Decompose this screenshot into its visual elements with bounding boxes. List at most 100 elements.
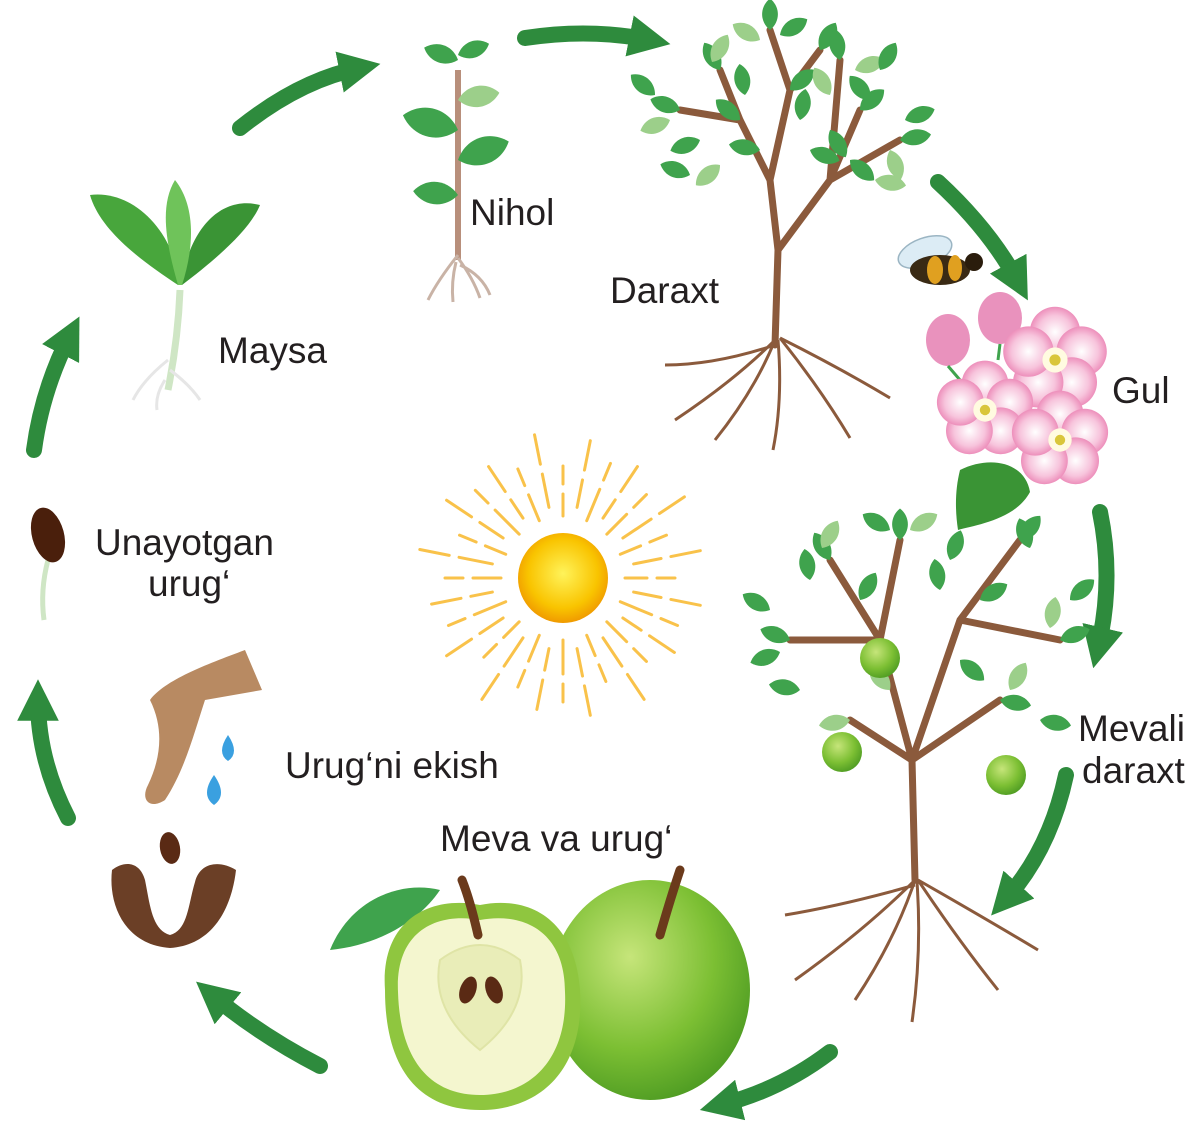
leaf xyxy=(906,507,941,536)
sun-ray xyxy=(661,619,678,626)
sun-ray xyxy=(620,602,651,615)
leaf xyxy=(668,133,703,159)
leaf xyxy=(1003,659,1032,694)
sun-ray xyxy=(623,618,641,630)
leaf xyxy=(739,587,774,616)
sun-ray xyxy=(603,500,615,518)
sun-ray xyxy=(474,602,505,615)
leaf xyxy=(748,645,783,671)
label-flower: Gul xyxy=(1112,370,1170,412)
arrow-sapling-to-tree xyxy=(525,33,650,40)
arrow-fruit-to-planting xyxy=(212,995,320,1066)
sun-ray xyxy=(448,619,465,626)
sun-ray xyxy=(623,519,651,538)
arrow-fruit-to-planting-right xyxy=(720,1052,830,1105)
sun-ray xyxy=(659,497,684,514)
soil-icon xyxy=(111,831,236,948)
sun-ray xyxy=(584,441,590,470)
sun-ray xyxy=(475,490,488,503)
leaf xyxy=(902,102,937,128)
leaf xyxy=(999,692,1033,713)
seedling-icon xyxy=(90,180,260,410)
leaf xyxy=(1042,596,1063,630)
arrow-seedling-to-sapling xyxy=(240,68,360,128)
label-tree: Daraxt xyxy=(610,270,719,312)
hand-icon xyxy=(145,650,262,804)
leaf xyxy=(626,69,660,101)
leaf xyxy=(792,88,813,122)
leaf xyxy=(797,548,818,582)
leaf xyxy=(691,159,725,191)
label-fruit-and-seed: Meva va urug‘ xyxy=(440,818,672,860)
sun-ray xyxy=(447,639,472,656)
sun-ray xyxy=(577,649,582,676)
sun-ray xyxy=(485,546,505,554)
sun-ray xyxy=(584,686,590,715)
sun-ray xyxy=(634,495,647,508)
sun-ray xyxy=(537,680,543,709)
leaf xyxy=(899,127,933,148)
sun-ray xyxy=(482,674,499,699)
sun-ray xyxy=(634,592,661,597)
sun-ray xyxy=(432,598,461,604)
water-drop-icon xyxy=(207,735,234,805)
sun-ray xyxy=(621,467,638,492)
blossom-icon xyxy=(926,292,1108,530)
sun-icon xyxy=(420,435,701,716)
leaf xyxy=(1057,622,1092,648)
sun-ray xyxy=(545,649,549,671)
sun-ray xyxy=(480,522,503,538)
tree-icon xyxy=(626,0,937,450)
leaf xyxy=(927,558,948,592)
sun-ray xyxy=(620,546,640,554)
sun-ray xyxy=(447,500,472,517)
arrow-planting-to-sprouting xyxy=(38,700,68,818)
leaf xyxy=(943,528,969,563)
label-fruit-tree-line2: daraxt xyxy=(1082,750,1185,792)
fruit-tree-icon xyxy=(739,507,1099,1022)
sun-ray xyxy=(495,510,519,534)
sun-ray xyxy=(511,500,523,518)
leaf xyxy=(955,654,989,686)
leaf xyxy=(638,113,673,139)
sun-ray xyxy=(535,435,541,464)
sun-ray xyxy=(518,469,525,486)
leaf xyxy=(1065,574,1099,606)
sun-ray xyxy=(529,635,540,661)
sun-ray xyxy=(460,535,477,542)
leaf xyxy=(758,622,793,648)
sun-ray xyxy=(607,514,627,534)
arrow-flower-to-fruit-tree xyxy=(1098,512,1107,648)
bee-icon xyxy=(894,229,983,285)
sun-ray xyxy=(529,495,540,521)
arrow-fruit-tree-to-fruit xyxy=(1005,775,1066,900)
leaf xyxy=(892,509,908,541)
sun-ray xyxy=(671,551,700,557)
seed-icon xyxy=(25,504,70,620)
sun-ray xyxy=(471,592,493,596)
sun-ray xyxy=(504,622,520,638)
leaf xyxy=(648,92,683,118)
leaf xyxy=(768,677,802,698)
leaf xyxy=(807,64,836,99)
sun-ray xyxy=(420,550,449,556)
sun-ray xyxy=(627,674,644,699)
sun-ray xyxy=(587,635,595,655)
leaf xyxy=(732,63,753,97)
apple-icon xyxy=(330,870,750,1110)
sun-ray xyxy=(587,489,600,520)
sun-ray xyxy=(671,599,700,605)
leaf xyxy=(762,0,778,30)
label-sprouting-line1: Unayotgan xyxy=(95,522,274,564)
sun-ray xyxy=(599,665,606,682)
sun-ray xyxy=(604,463,611,480)
sun-ray xyxy=(649,636,674,653)
sun-ray xyxy=(480,618,503,634)
label-fruit-tree-line1: Mevali xyxy=(1078,708,1185,750)
sapling-icon xyxy=(399,36,513,302)
sun-ray xyxy=(489,467,506,492)
sun-ray xyxy=(634,649,647,662)
sun-ray xyxy=(459,557,492,564)
sun-ray xyxy=(634,558,661,563)
